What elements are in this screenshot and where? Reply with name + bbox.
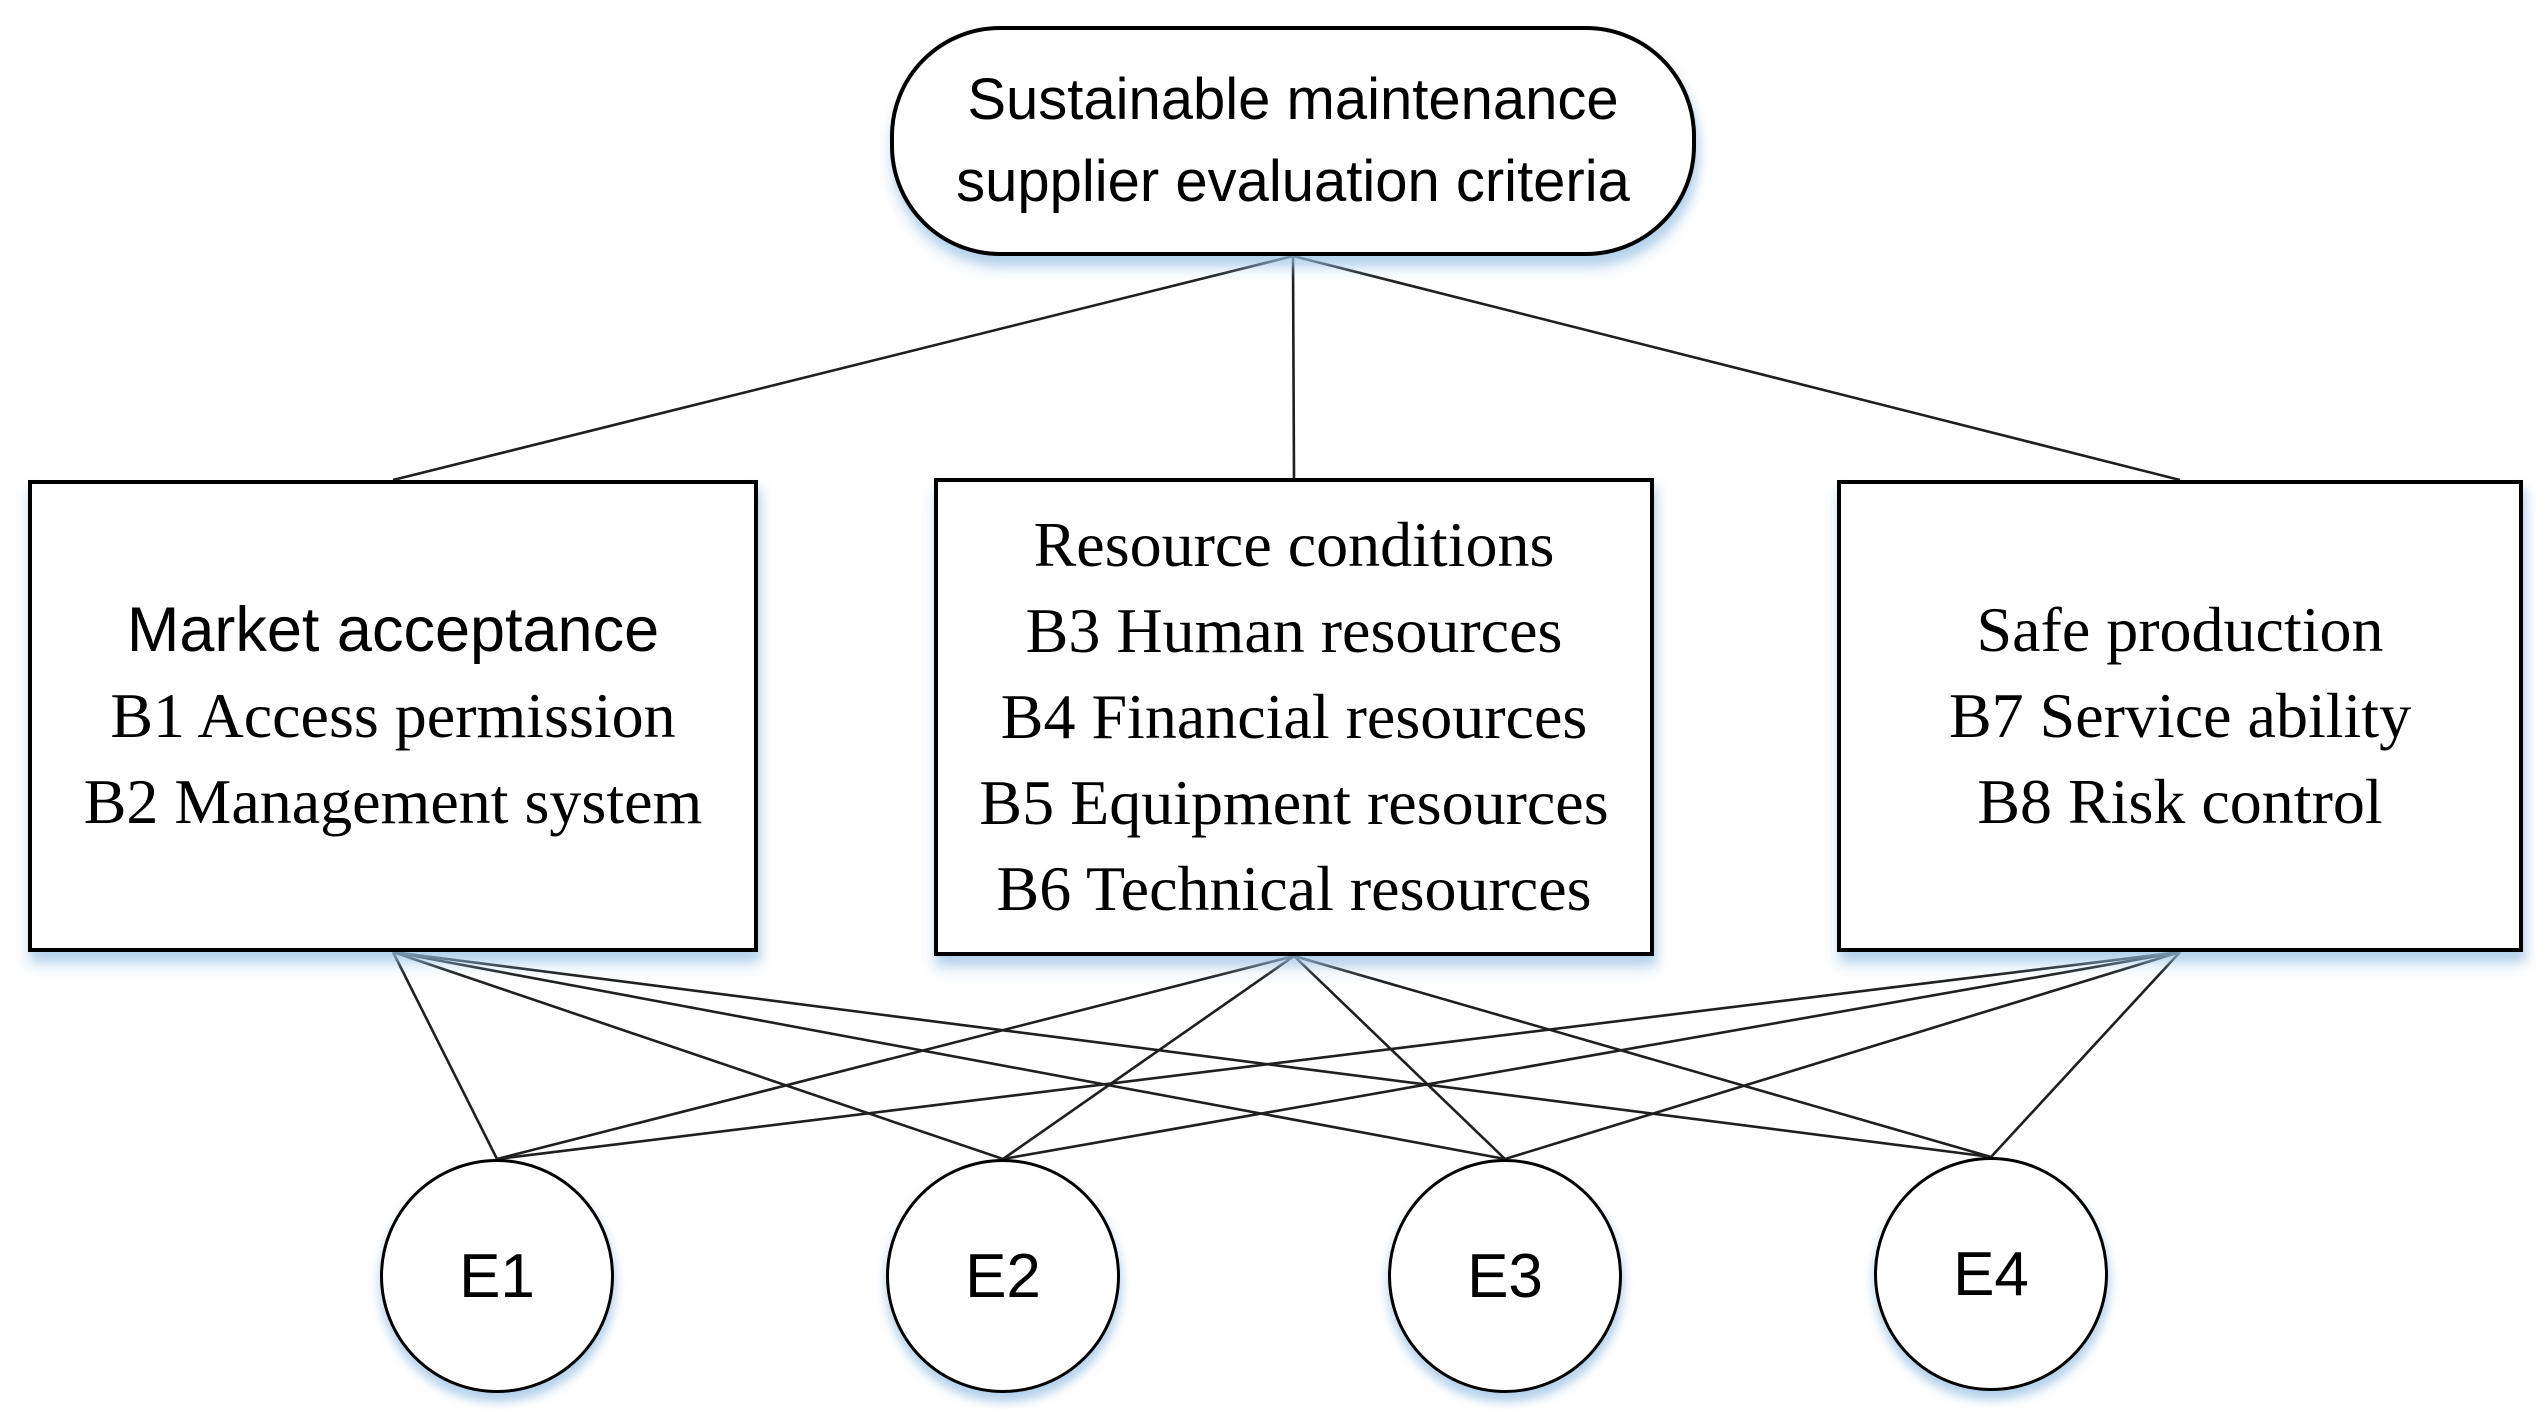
edge-resource-E2 bbox=[1002, 954, 1295, 1161]
edge-root-safe bbox=[1292, 254, 2181, 482]
root-node-line-1: Sustainable maintenance bbox=[967, 67, 1619, 132]
resource-item-b5: B5 Equipment resources bbox=[979, 767, 1609, 838]
expert-label-e3: E3 bbox=[1467, 1241, 1543, 1311]
edge-root-market bbox=[392, 254, 1294, 482]
expert-node-e2: E2 bbox=[886, 1159, 1120, 1393]
expert-node-e4: E4 bbox=[1874, 1157, 2108, 1391]
safe-item-b8: B8 Risk control bbox=[1977, 766, 2383, 837]
criteria-box-safe-production: Safe production B7 Service ability B8 Ri… bbox=[1837, 480, 2523, 952]
edge-resource-E3 bbox=[1293, 955, 1506, 1160]
resource-conditions-title: Resource conditions bbox=[1033, 509, 1555, 580]
edge-market-E4 bbox=[392, 950, 1992, 1159]
edge-safe-E3 bbox=[1504, 950, 2181, 1161]
market-item-b1: B1 Access permission bbox=[110, 680, 676, 751]
edge-resource-E1 bbox=[496, 954, 1295, 1161]
expert-label-e2: E2 bbox=[965, 1241, 1041, 1311]
expert-node-e1: E1 bbox=[380, 1159, 614, 1393]
expert-label-e1: E1 bbox=[459, 1241, 535, 1311]
criteria-box-resource-conditions: Resource conditions B3 Human resources B… bbox=[934, 478, 1654, 956]
edge-root-resource bbox=[1291, 255, 1296, 479]
expert-label-e4: E4 bbox=[1953, 1239, 2029, 1309]
root-node-evaluation-criteria: Sustainable maintenance supplier evaluat… bbox=[890, 26, 1696, 256]
edge-safe-E1 bbox=[496, 950, 2181, 1161]
edge-market-E2 bbox=[392, 950, 1004, 1161]
resource-item-b4: B4 Financial resources bbox=[1000, 681, 1588, 752]
resource-item-b6: B6 Technical resources bbox=[996, 853, 1592, 924]
safe-item-b7: B7 Service ability bbox=[1948, 680, 2412, 751]
safe-production-title: Safe production bbox=[1976, 594, 2384, 665]
edge-market-E1 bbox=[391, 951, 499, 1160]
edge-resource-E4 bbox=[1293, 954, 1992, 1159]
market-item-b2: B2 Management system bbox=[83, 766, 703, 837]
edge-safe-E4 bbox=[1990, 951, 2181, 1158]
expert-node-e3: E3 bbox=[1388, 1159, 1622, 1393]
resource-item-b3: B3 Human resources bbox=[1025, 595, 1563, 666]
edge-market-E3 bbox=[392, 950, 1506, 1161]
root-node-line-2: supplier evaluation criteria bbox=[956, 149, 1630, 214]
edge-safe-E2 bbox=[1002, 950, 2181, 1161]
market-acceptance-title: Market acceptance bbox=[126, 595, 660, 665]
criteria-box-market-acceptance: Market acceptance B1 Access permission B… bbox=[28, 480, 758, 952]
